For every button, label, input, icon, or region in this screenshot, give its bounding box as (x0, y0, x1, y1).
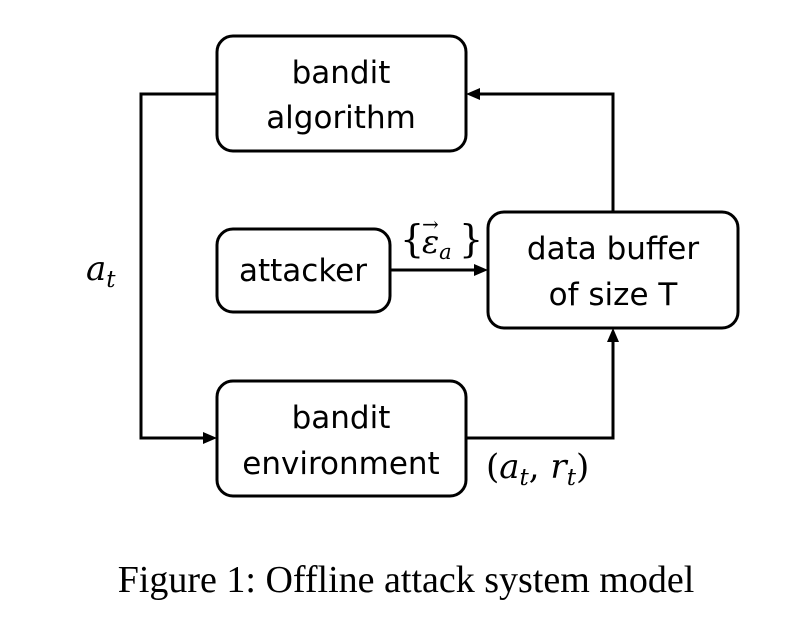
bandit-environment-label-line1: bandit (292, 400, 391, 436)
action-var: a (86, 249, 106, 289)
feedback-var2: r (550, 447, 568, 487)
bandit-algorithm-node: bandit algorithm (215, 34, 468, 153)
feedback-separator: , (529, 447, 551, 487)
perturbation-open-brace: { (400, 217, 424, 261)
figure-caption: Figure 1: Offline attack system model (118, 559, 695, 601)
svg-text:εa: εa (422, 223, 452, 264)
bandit-algorithm-label-line1: bandit (292, 55, 391, 91)
data-buffer-node: data buffer of size T (486, 210, 740, 330)
perturbation-edge (390, 264, 488, 276)
feedback-close-paren: ) (576, 447, 589, 487)
feedback-open-paren: ( (486, 447, 499, 487)
feedback-edge-arrowhead (607, 328, 619, 342)
action-edge (139, 92, 217, 444)
action-edge-arrowhead (203, 432, 217, 444)
action-edge-label: at (86, 249, 116, 293)
buffer-to-algorithm-edge (466, 88, 615, 212)
perturbation-close-brace: } (459, 217, 483, 261)
perturbation-sub: a (439, 240, 452, 264)
data-buffer-label-line1: data buffer (527, 231, 699, 267)
perturbation-edge-label: { → εa } (400, 212, 483, 264)
bandit-algorithm-label-line2: algorithm (266, 100, 416, 136)
bandit-environment-label-line2: environment (242, 446, 439, 482)
action-sub: t (106, 267, 116, 293)
feedback-var1: a (499, 447, 519, 487)
data-buffer-label-line2: of size T (549, 277, 679, 313)
attacker-label: attacker (239, 253, 367, 289)
perturbation-edge-arrowhead (474, 264, 488, 276)
attacker-node: attacker (215, 227, 392, 314)
feedback-edge (466, 328, 619, 440)
perturbation-vector-accent: → (422, 212, 439, 236)
buffer-to-algorithm-edge-arrowhead (466, 88, 480, 100)
feedback-sub2: t (567, 465, 577, 491)
bandit-environment-node: bandit environment (215, 379, 468, 498)
feedback-sub1: t (520, 465, 530, 491)
perturbation-var: ε (422, 223, 439, 261)
feedback-edge-label: (at, rt) (486, 447, 589, 491)
